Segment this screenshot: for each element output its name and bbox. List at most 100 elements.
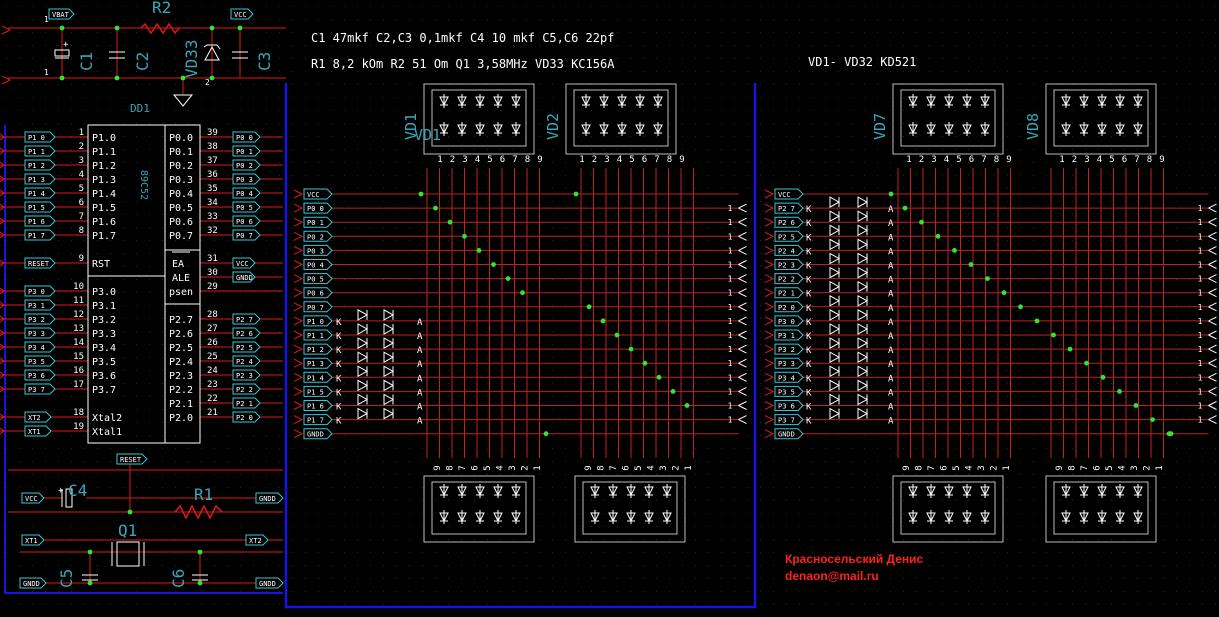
led-diode xyxy=(857,365,869,378)
connector-pin: 1 xyxy=(728,359,733,368)
matrix-net-label xyxy=(303,385,333,397)
diode-a-label: A xyxy=(417,403,423,413)
led-diode xyxy=(829,280,841,293)
net-label-p11 xyxy=(24,145,56,157)
diode-a-label: A xyxy=(888,403,894,413)
bus-entry xyxy=(0,161,5,169)
junction-dot xyxy=(684,403,690,408)
connector-pin: 1 xyxy=(1198,373,1203,382)
chip-pin-name: P0.2 xyxy=(169,161,193,172)
chip-pin-number: 36 xyxy=(207,170,218,180)
junction-dot xyxy=(114,25,120,31)
net-label-p30 xyxy=(24,285,56,297)
bus-entry xyxy=(764,260,775,269)
matrix-net-label-text: P2 3 xyxy=(778,262,795,270)
connector-stub xyxy=(738,306,747,312)
array-pin-number: 7 xyxy=(609,465,619,470)
net-label-p32-text: P3 2 xyxy=(28,316,45,324)
ground-symbol xyxy=(172,94,194,107)
junction-dot xyxy=(59,75,65,81)
connector-stub xyxy=(738,415,747,421)
diode-k-label: K xyxy=(806,403,812,413)
array-pin-number: 2 xyxy=(990,465,1000,470)
net-label-p33 xyxy=(24,327,56,339)
led-diode xyxy=(857,309,869,321)
diode-type-note: VD1- VD32 KD521 xyxy=(808,55,917,69)
connector-stub xyxy=(1208,231,1217,237)
matrix-net-label xyxy=(303,259,333,270)
array-pin-number: 5 xyxy=(1109,155,1114,165)
net-label-xt2 xyxy=(24,411,52,423)
net-label-p07-text: P0 7 xyxy=(236,232,253,240)
chip-pin-name: P1.4 xyxy=(92,189,116,200)
matrix-net-label-text: P3 5 xyxy=(778,388,795,396)
connector-stub xyxy=(738,207,747,213)
chip-pin-name: P2.5 xyxy=(169,343,193,354)
connector-pin: 1 xyxy=(1198,246,1203,255)
array-pin-number: 2 xyxy=(672,465,682,470)
chip-pin-name: Xtal2 xyxy=(92,413,122,424)
junction-dot xyxy=(127,509,133,515)
chip-pin-name: P1.5 xyxy=(92,203,116,214)
connector-pin: 1 xyxy=(1198,317,1203,326)
matrix-net-label-text: P2 7 xyxy=(778,205,795,213)
chip-pin-number: 2 xyxy=(79,142,84,152)
vcc-label xyxy=(230,8,254,20)
led-diode xyxy=(829,252,841,265)
chip-pin-number: 5 xyxy=(79,184,84,194)
zener-diode xyxy=(204,45,220,61)
connector-pin: 1 xyxy=(728,317,733,326)
array-pin-number: 8 xyxy=(667,155,672,165)
connector-pin: 1 xyxy=(728,303,733,312)
matrix-net-label-text: P2 4 xyxy=(778,247,795,255)
chip-pin-name: P0.1 xyxy=(169,147,193,158)
chip-pin-number: 17 xyxy=(73,380,84,390)
connector-pin: 1 xyxy=(728,402,733,411)
chip-pin-number: 39 xyxy=(207,128,218,138)
bus-entry xyxy=(764,302,775,312)
bus-entry xyxy=(0,315,5,323)
array-pin-number: 6 xyxy=(969,155,974,165)
connector-stub xyxy=(738,292,747,298)
net-label-xt1-text: XT1 xyxy=(28,428,41,436)
chip-pin-name: P2.0 xyxy=(169,413,193,424)
array-pin-number: 7 xyxy=(512,155,517,165)
array-pin-number: 8 xyxy=(1147,155,1152,165)
net-label-p31-text: P3 1 xyxy=(28,302,45,310)
net-label-p13-text: P1 3 xyxy=(28,176,45,184)
junction-dot xyxy=(476,248,482,253)
junction-dot xyxy=(87,580,93,586)
connector-pin: 1 xyxy=(728,345,733,354)
gndd-label xyxy=(255,577,284,589)
chip-pin-number: 9 xyxy=(79,254,84,264)
connector-stub xyxy=(1208,330,1217,336)
connector-pin: 1 xyxy=(728,204,733,213)
net-label-p37 xyxy=(24,383,56,395)
bus-entry xyxy=(293,231,304,241)
net-label-vcc-text: VCC xyxy=(236,260,249,268)
junction-dot xyxy=(447,219,453,225)
matrix-net-label xyxy=(303,230,333,242)
chip-pin-name: EA xyxy=(172,259,184,270)
array-pin-number: 3 xyxy=(462,155,467,165)
bus-entry xyxy=(293,189,304,199)
chip-pin-name: P0.7 xyxy=(169,231,193,242)
chip-pin-name: P2.7 xyxy=(169,315,193,326)
array-pin-number: 3 xyxy=(977,465,987,470)
net-label-reset-text: RESET xyxy=(28,260,50,268)
connector-pin: 1 xyxy=(728,387,733,396)
matrix-net-label-text: P3 6 xyxy=(778,403,795,411)
diode-k-label: K xyxy=(806,388,812,398)
array-pin-number: 3 xyxy=(508,465,518,470)
diode-a-label: A xyxy=(888,332,894,342)
matrix-net-label-text: P3 2 xyxy=(778,346,795,354)
array-pin-number: 3 xyxy=(931,155,936,165)
diode-array-inner xyxy=(431,89,527,147)
matrix-net-label-text: P0 3 xyxy=(307,247,324,255)
junction-dot xyxy=(59,25,65,31)
chip-pin-number: 6 xyxy=(79,198,84,208)
net-label-p30-text: P3 0 xyxy=(28,288,45,296)
diode-a-label: A xyxy=(417,332,423,342)
led-diode xyxy=(357,365,369,378)
connector-pin: 1 xyxy=(728,289,733,298)
